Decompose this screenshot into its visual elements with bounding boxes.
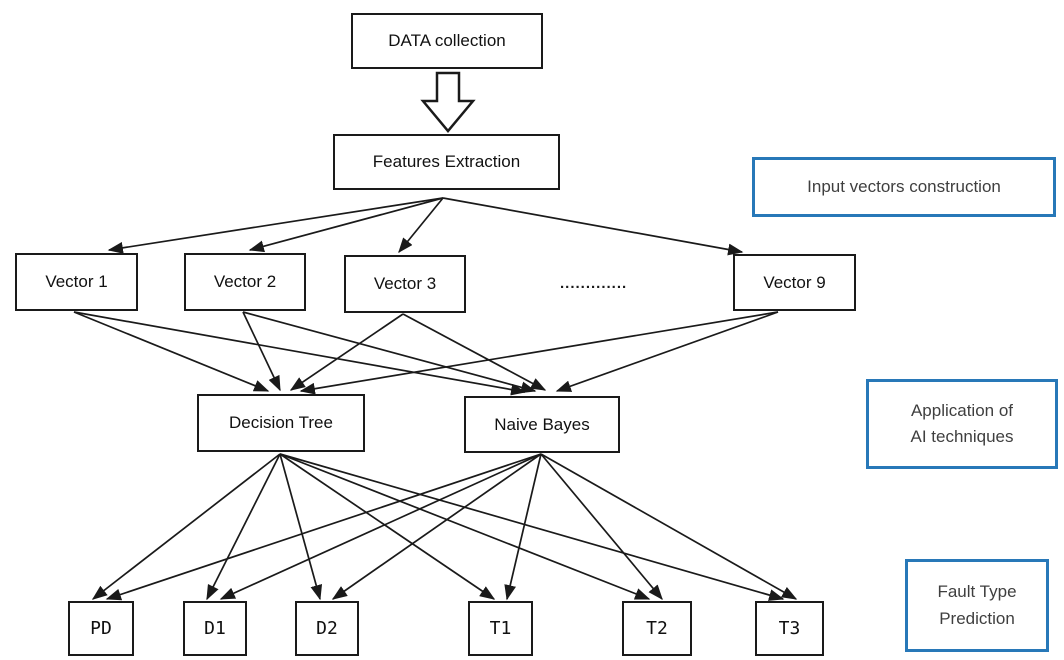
block-arrow-down-icon <box>420 71 476 133</box>
node-decision-tree: Decision Tree <box>197 394 365 452</box>
node-fault-d2: D2 <box>295 601 359 656</box>
stage-label-fault-type-prediction: Fault Type Prediction <box>905 559 1049 652</box>
node-vector-1: Vector 1 <box>15 253 138 311</box>
stage-label-text-line1: Fault Type <box>937 582 1017 602</box>
node-fault-t3: T3 <box>755 601 824 656</box>
stage-label-application-of-ai-techniques: Application of AI techniques <box>866 379 1058 469</box>
node-fault-d1: D1 <box>183 601 247 656</box>
node-fault-t1: T1 <box>468 601 533 656</box>
node-fault-pd: PD <box>68 601 134 656</box>
node-vector-3: Vector 3 <box>344 255 466 313</box>
vector-ellipsis: ............. <box>560 275 628 292</box>
node-vector-2: Vector 2 <box>184 253 306 311</box>
stage-label-text-line2: Prediction <box>939 608 1015 628</box>
node-naive-bayes: Naive Bayes <box>464 396 620 453</box>
arrows-vectors-to-classifiers <box>73 311 779 396</box>
arrows-classifiers-to-faults <box>91 453 798 601</box>
node-features-extraction: Features Extraction <box>333 134 560 190</box>
arrows-features-to-vectors <box>107 197 744 256</box>
node-vector-9: Vector 9 <box>733 254 856 311</box>
node-data-collection: DATA collection <box>351 13 543 69</box>
node-fault-t2: T2 <box>622 601 692 656</box>
stage-label-input-vectors-construction: Input vectors construction <box>752 157 1056 217</box>
stage-label-text-line1: Application of <box>910 400 1014 420</box>
stage-label-text: Input vectors construction <box>807 176 1001 196</box>
stage-label-text-line2: AI techniques <box>910 427 1014 446</box>
